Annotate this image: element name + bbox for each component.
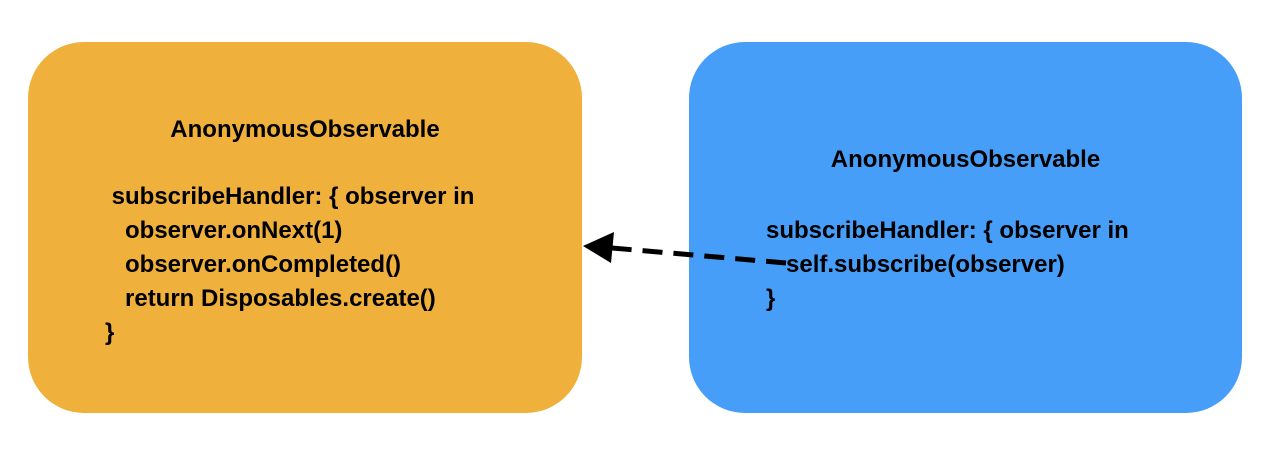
arrow-head-icon xyxy=(583,232,614,263)
right-observable-box: AnonymousObservable subscribeHandler: { … xyxy=(689,42,1242,413)
right-box-title: AnonymousObservable xyxy=(830,146,1101,173)
left-box-title: AnonymousObservable xyxy=(170,116,440,143)
left-box-code: subscribeHandler: { observer in observer… xyxy=(105,183,475,346)
left-observable-box: AnonymousObservable subscribeHandler: { … xyxy=(28,42,582,413)
right-box-code: subscribeHandler: { observer in self.sub… xyxy=(766,217,1129,312)
